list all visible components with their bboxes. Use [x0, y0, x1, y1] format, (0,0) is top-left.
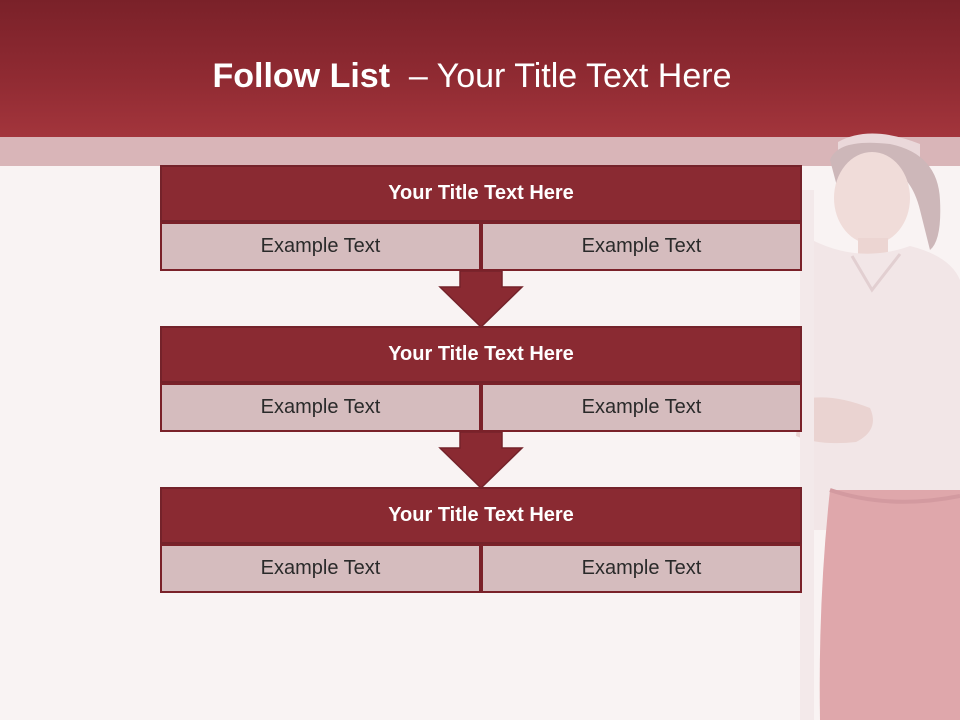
block-cell-left: Example Text	[160, 544, 481, 593]
slide-title-bold: Follow List	[212, 57, 391, 95]
down-arrow-icon	[438, 271, 524, 329]
slide-title-rest: – Your Title Text Here	[390, 57, 732, 95]
block-title: Your Title Text Here	[160, 487, 802, 544]
person-illustration	[796, 133, 960, 720]
block-title: Your Title Text Here	[160, 165, 802, 222]
block-cell-right: Example Text	[481, 222, 802, 271]
down-arrow-icon	[438, 432, 524, 490]
block-cell-right: Example Text	[481, 383, 802, 432]
block-cell-left: Example Text	[160, 383, 481, 432]
header-band	[0, 137, 960, 166]
block-cell-left: Example Text	[160, 222, 481, 271]
block-cell-right: Example Text	[481, 544, 802, 593]
slide-title: Follow List – Your Title Text Here	[0, 52, 944, 100]
slide-header	[0, 0, 960, 137]
block-title: Your Title Text Here	[160, 326, 802, 383]
